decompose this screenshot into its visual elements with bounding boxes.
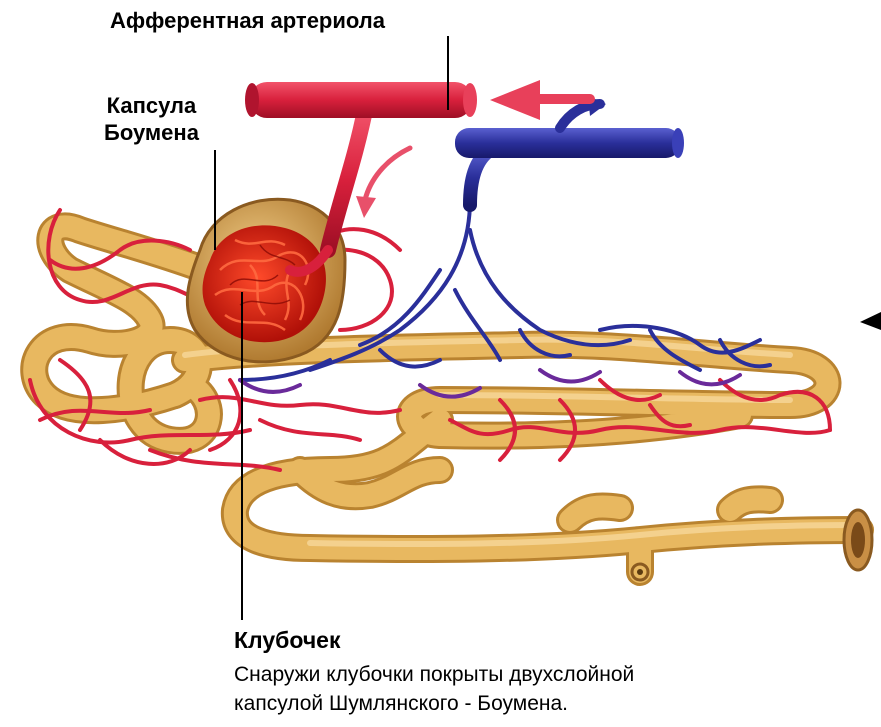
curved-arrow-down-icon	[356, 148, 410, 218]
bowman-capsule-label: Капсула Боумена	[104, 92, 199, 146]
afferent-leader-line	[447, 36, 449, 110]
description-line2: капсулой Шумлянского - Боумена.	[234, 689, 794, 718]
afferent-arteriole-label: Афферентная артериола	[110, 8, 385, 34]
capsule-leader-line	[214, 150, 216, 250]
renal-tubule	[34, 226, 872, 580]
bowman-capsule-label-line2: Боумена	[104, 119, 199, 146]
glomerulus-leader-line	[241, 292, 243, 620]
glomerulus-description: Снаружи клубочки покрыты двухслойной кап…	[234, 660, 794, 718]
bowman-capsule-label-line1: Капсула	[104, 92, 199, 119]
arrow-right-edge-icon	[860, 312, 881, 330]
glomerulus-label: Клубочек	[234, 627, 340, 654]
description-line1: Снаружи клубочки покрыты двухслойной	[234, 660, 794, 689]
glomerulus	[203, 225, 326, 342]
vein	[455, 96, 684, 205]
